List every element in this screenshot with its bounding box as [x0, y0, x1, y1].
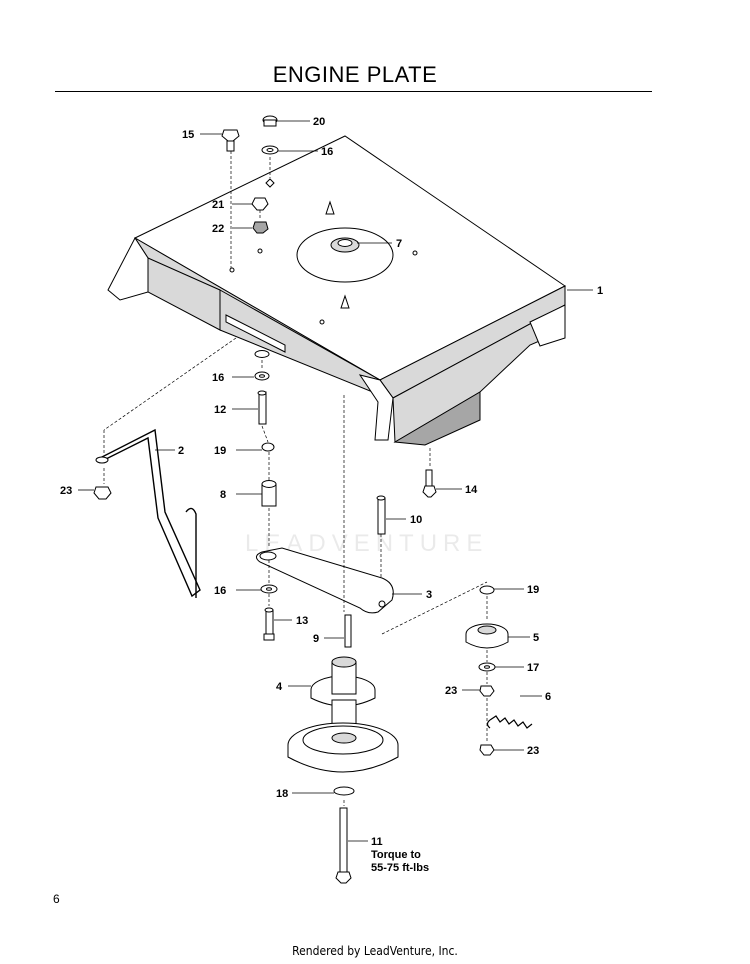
leader-lines: [78, 120, 593, 842]
control-rod: [95, 428, 201, 598]
page-number: 6: [53, 892, 60, 906]
callout-9: 9: [313, 633, 319, 645]
bolt-11: [335, 807, 352, 884]
callout-5: 5: [533, 632, 539, 644]
callout-20: 20: [313, 116, 325, 128]
alignment-lines: [103, 151, 488, 806]
callout-labels: 20 15 16 21 22 7 1 16 12 2 19 23 8 14 10…: [60, 116, 603, 874]
title-rule: [55, 91, 652, 92]
callout-17: 17: [527, 662, 539, 674]
spring-6: [486, 715, 533, 729]
callout-23: 23: [445, 685, 457, 697]
callout-19: 19: [214, 445, 226, 457]
idler-arm: [256, 547, 394, 614]
callout-4: 4: [276, 681, 283, 693]
torque-note-line-1: Torque to: [371, 849, 421, 861]
callout-10: 10: [410, 514, 422, 526]
callout-1: 1: [597, 285, 603, 297]
bolt-14: [422, 469, 437, 498]
callout-16: 16: [212, 372, 224, 384]
torque-note-line-2: 55-75 ft-lbs: [371, 862, 429, 874]
callout-21: 21: [212, 199, 224, 211]
footer-credit: Rendered by LeadVenture, Inc.: [292, 944, 458, 958]
callout-22: 22: [212, 223, 224, 235]
page-title: ENGINE PLATE: [272, 62, 438, 87]
hardware-stack-top: [221, 115, 279, 254]
callout-11: 11: [371, 836, 383, 848]
callout-14: 14: [465, 484, 478, 496]
nut-23-left: [93, 486, 112, 500]
washer-18: [333, 786, 355, 796]
callout-23: 23: [527, 745, 539, 757]
large-pulley: [287, 722, 399, 773]
pulley-4: [310, 656, 376, 751]
callout-12: 12: [214, 404, 226, 416]
engine-plate: [107, 135, 566, 446]
callout-3: 3: [426, 589, 432, 601]
callout-16: 16: [214, 585, 226, 597]
callout-23: 23: [60, 485, 72, 497]
callout-8: 8: [220, 489, 226, 501]
hardware-stack-center: [254, 350, 278, 641]
callout-13: 13: [296, 615, 308, 627]
callout-2: 2: [178, 445, 184, 457]
callout-18: 18: [276, 788, 288, 800]
callout-19: 19: [527, 584, 539, 596]
pin-10: [376, 495, 386, 535]
callout-7: 7: [396, 238, 402, 250]
callout-16: 16: [321, 146, 333, 158]
callout-15: 15: [182, 129, 194, 141]
idler-pulley-5: [465, 585, 509, 756]
key-9: [344, 614, 352, 648]
callout-6: 6: [545, 691, 551, 703]
